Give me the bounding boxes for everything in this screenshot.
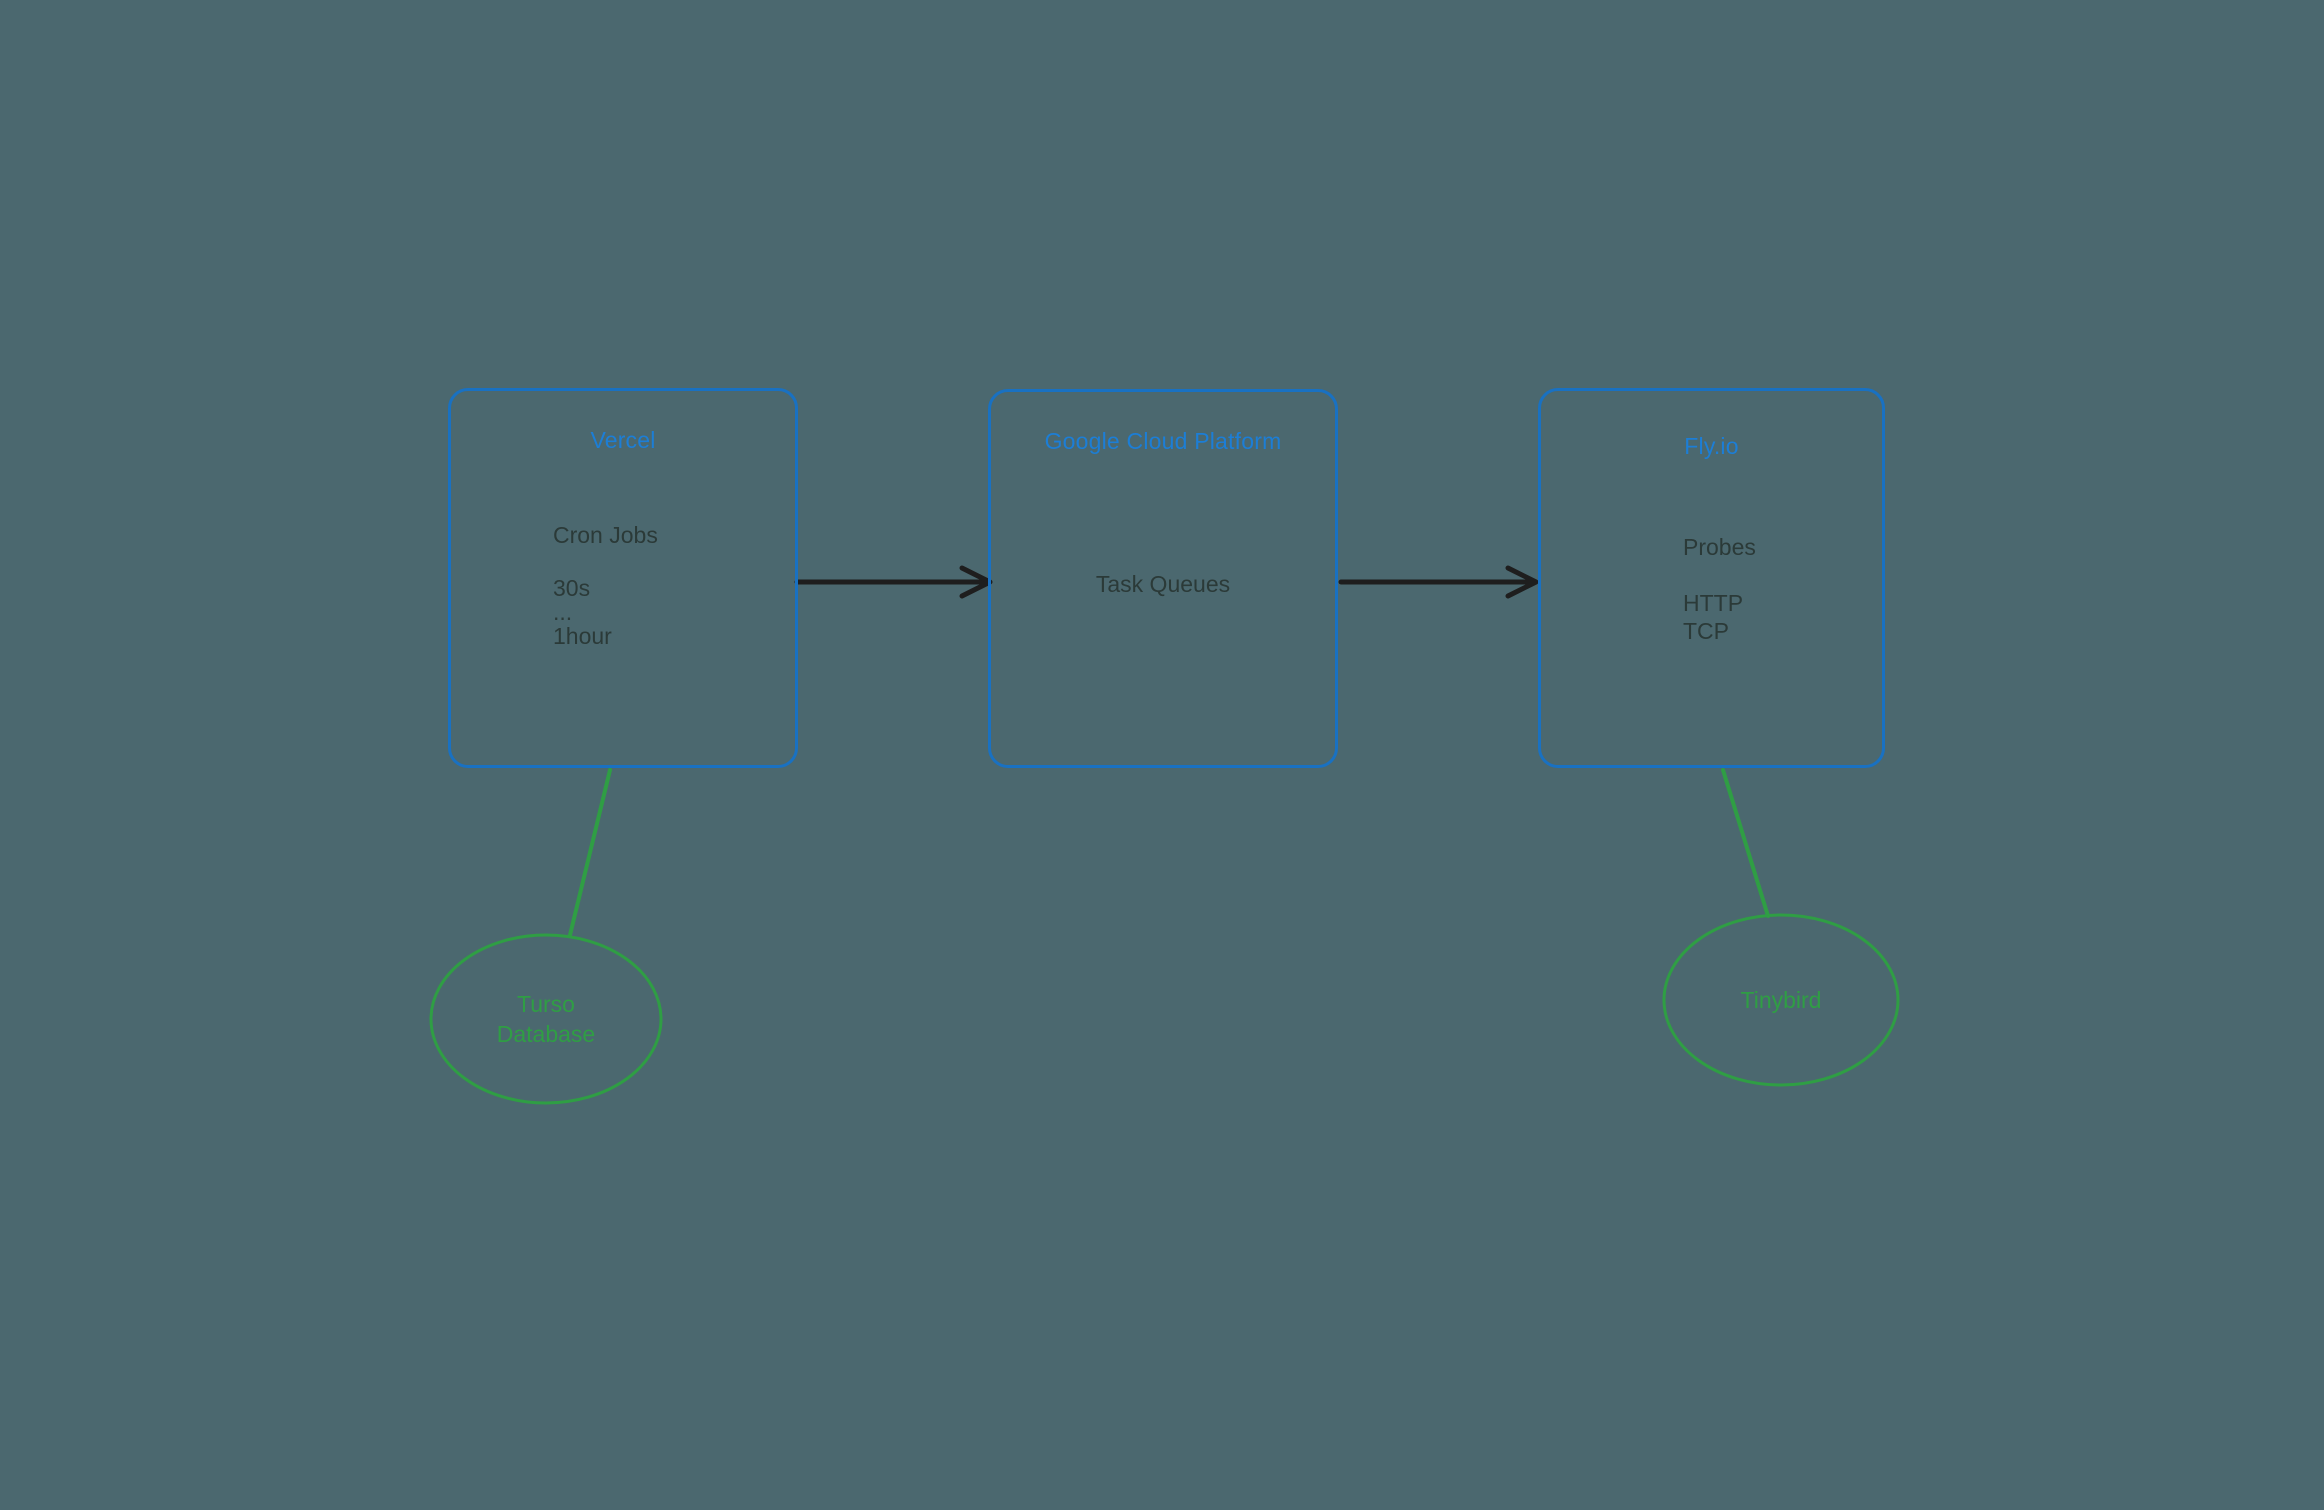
node-flyio-line-2: HTTP (1683, 590, 1744, 616)
node-flyio-line-3: TCP (1683, 618, 1729, 644)
node-turso-label: Turso Database (496, 991, 596, 1047)
node-vercel-title: Vercel (590, 427, 656, 453)
node-gcp-line-1: Task Queues (1095, 571, 1231, 597)
node-vercel-line-1: Cron Jobs (553, 522, 658, 548)
line-flyio-to-tinybird[interactable] (1721, 768, 1770, 918)
node-flyio-line-1: Probes (1683, 534, 1756, 560)
node-tinybird-label: Tinybird (1740, 987, 1822, 1013)
tinybird-ellipse-shape (1662, 913, 1900, 1087)
node-flyio-title: Fly.io (1684, 433, 1739, 459)
turso-ellipse-shape (429, 933, 663, 1105)
node-vercel-line-4: 1hour (553, 623, 612, 649)
node-turso[interactable]: Turso Database (429, 933, 663, 1105)
node-tinybird[interactable]: Tinybird (1662, 913, 1900, 1087)
node-vercel-line-3: ... (553, 599, 573, 625)
line-vercel-to-turso[interactable] (568, 768, 612, 937)
arrow-gcp-to-flyio[interactable] (1338, 565, 1539, 599)
node-gcp-title: Google Cloud Platform (1044, 428, 1282, 454)
node-google-cloud-platform[interactable]: Google Cloud Platform Task Queues (988, 389, 1338, 768)
arrow-vercel-to-gcp[interactable] (794, 565, 993, 599)
node-vercel[interactable]: Vercel Cron Jobs 30s ... 1hour (448, 388, 798, 768)
node-flyio[interactable]: Fly.io Probes HTTP TCP (1538, 388, 1885, 768)
node-vercel-line-2: 30s (553, 575, 591, 601)
